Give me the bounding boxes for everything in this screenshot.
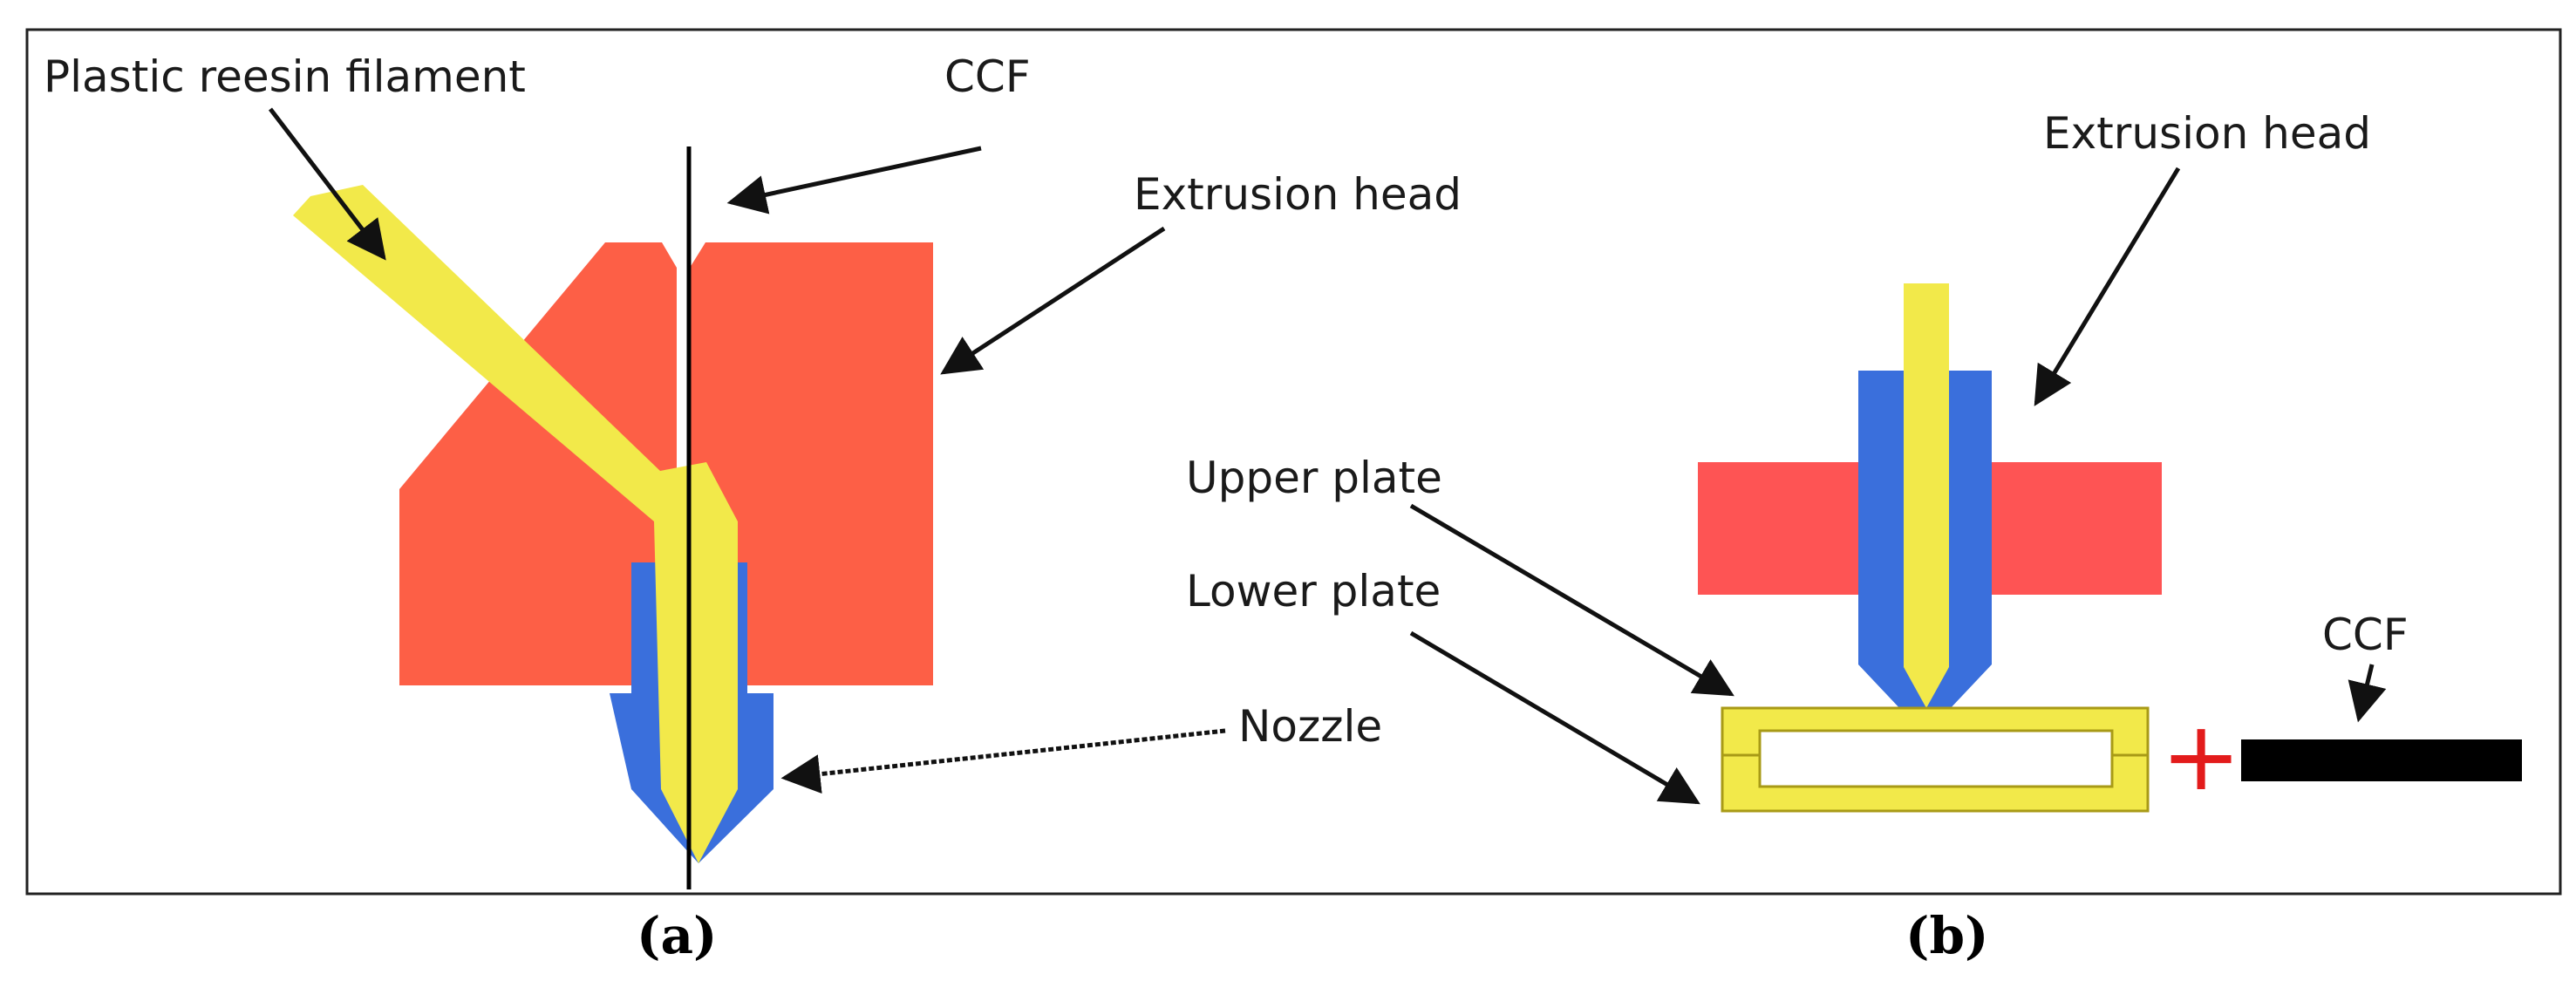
- label-lower-plate: Lower plate: [1186, 566, 1441, 617]
- arrow-extrusion-head-b: [2034, 167, 2181, 406]
- label-extrusion-head-b: Extrusion head: [2043, 108, 2371, 159]
- filament-a: [293, 185, 738, 863]
- caption-a: (a): [637, 906, 717, 965]
- arrow-extrusion-head-a: [940, 226, 1166, 375]
- arrow-upper-plate: [1409, 503, 1734, 697]
- label-plastic-filament: Plastic reesin filament: [44, 51, 526, 102]
- extrusion-head-a-right: [690, 242, 933, 685]
- plus-sign: +: [2161, 700, 2241, 812]
- label-extrusion-head-a: Extrusion head: [1134, 169, 1462, 220]
- arrow-lower-plate: [1409, 630, 1700, 805]
- ccf-bar-b: [2241, 739, 2522, 781]
- panel-b: + Extrusion head Upper plate Lower plate…: [1186, 108, 2522, 965]
- figure-frame: [25, 28, 2562, 896]
- label-ccf-b: CCF: [2322, 610, 2409, 660]
- label-ccf-a: CCF: [944, 51, 1031, 102]
- caption-b: (b): [1905, 906, 1988, 965]
- arrow-ccf-a: [726, 146, 982, 215]
- label-nozzle: Nozzle: [1238, 701, 1382, 752]
- panel-a: Plastic reesin filament CCF Extrusion he…: [44, 51, 1462, 965]
- plate-gap: [1758, 729, 2114, 788]
- arrow-filament: [269, 107, 386, 261]
- extrusion-head-a: [399, 242, 677, 685]
- label-upper-plate: Upper plate: [1186, 453, 1442, 503]
- arrow-ccf-b: [2348, 664, 2387, 723]
- filament-b: [1904, 283, 1949, 708]
- arrow-nozzle: [780, 728, 1226, 794]
